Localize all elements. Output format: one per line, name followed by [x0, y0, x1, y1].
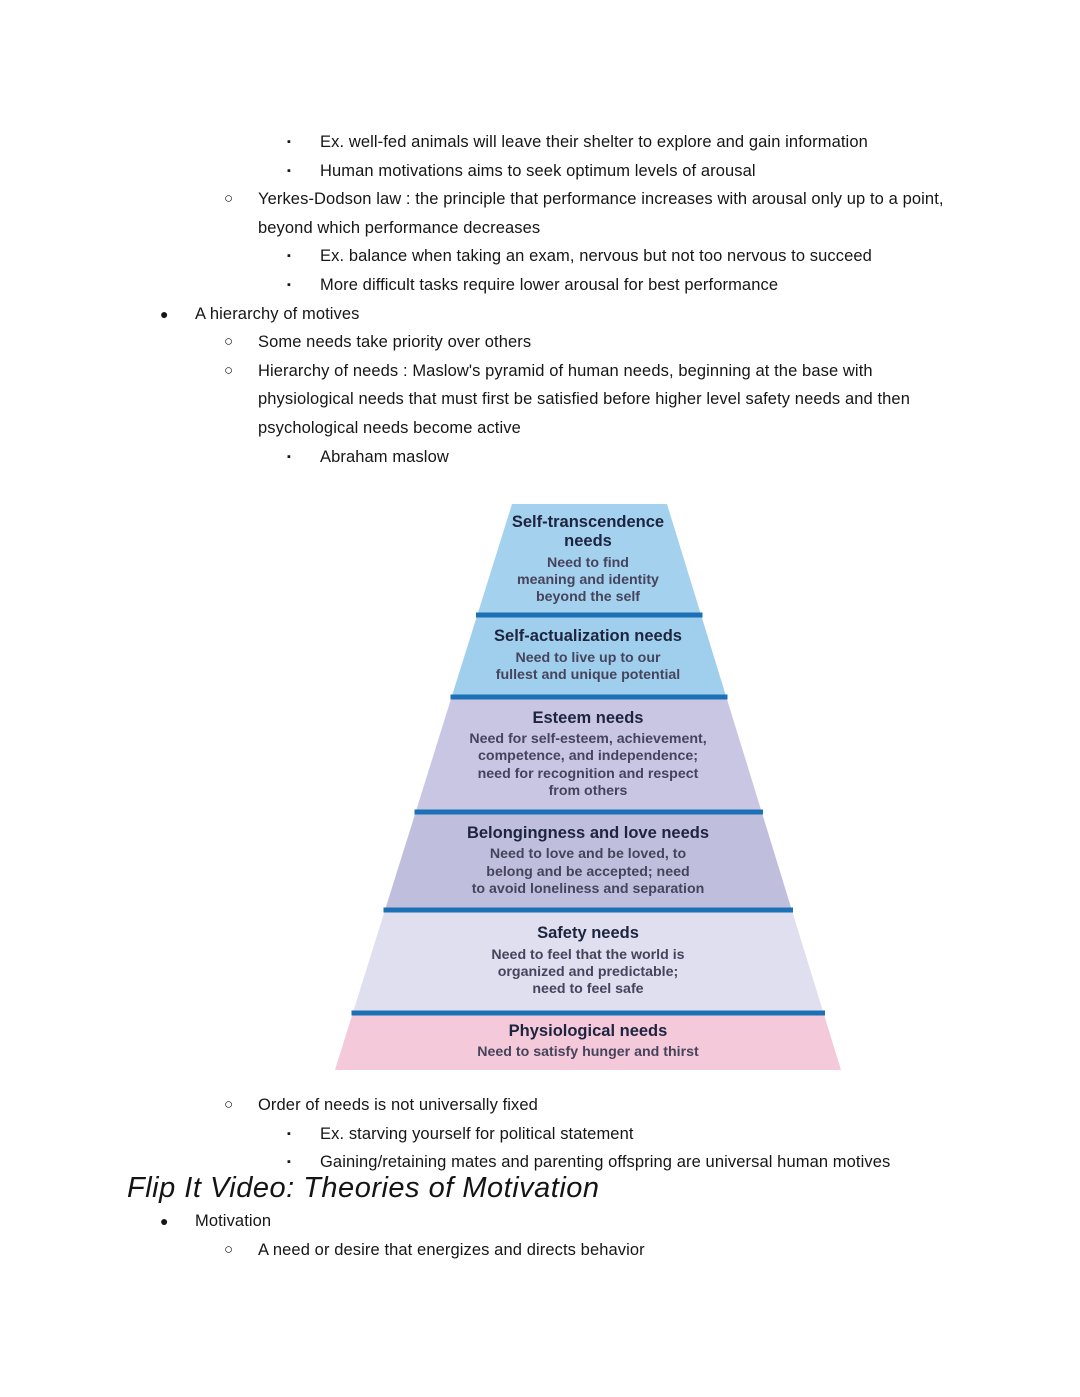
note-text: A need or desire that energizes and dire…: [258, 1240, 645, 1259]
notes-block-after-heading: ● Motivation ○ A need or desire that ene…: [140, 1207, 955, 1264]
note-text: Ex. starving yourself for political stat…: [320, 1124, 634, 1143]
note-text: Ex. balance when taking an exam, nervous…: [320, 247, 872, 266]
note-text: Yerkes-Dodson law : the principle that p…: [258, 190, 944, 237]
pyramid-level-self-actualization: [451, 615, 727, 697]
note-text: A hierarchy of motives: [195, 304, 360, 323]
disc-bullet-icon: ●: [160, 1213, 169, 1229]
pyramid-shape: [335, 504, 841, 1070]
note-text: Human motivations aims to seek optimum l…: [320, 161, 756, 180]
disc-bullet-icon: ●: [160, 305, 169, 322]
note-item: ▪ More difficult tasks require lower aro…: [140, 271, 955, 300]
note-item: ● Motivation: [140, 1207, 955, 1236]
circle-bullet-icon: ○: [224, 1240, 234, 1258]
note-item: ● A hierarchy of motives: [140, 300, 955, 329]
note-text: Ex. well-fed animals will leave their sh…: [320, 133, 868, 151]
pyramid-level-esteem: [415, 697, 762, 812]
square-bullet-icon: ▪: [287, 164, 291, 177]
note-item: ▪ Ex. balance when taking an exam, nervo…: [140, 242, 955, 271]
note-item: ▪ Ex. starving yourself for political st…: [140, 1120, 955, 1149]
square-bullet-icon: ▪: [287, 1156, 291, 1169]
pyramid-level-self-transcendence: [477, 504, 702, 615]
pyramid-level-belongingness: [385, 812, 792, 910]
square-bullet-icon: ▪: [287, 1127, 291, 1140]
note-item: ○ Hierarchy of needs : Maslow's pyramid …: [140, 357, 955, 443]
note-text: Order of needs is not universally fixed: [258, 1096, 538, 1114]
note-text: Gaining/retaining mates and parenting of…: [320, 1153, 891, 1172]
note-item: ○ Order of needs is not universally fixe…: [140, 1091, 955, 1120]
pyramid-level-physiological: [335, 1013, 841, 1070]
circle-bullet-icon: ○: [224, 361, 234, 379]
square-bullet-icon: ▪: [287, 250, 291, 263]
square-bullet-icon: ▪: [287, 136, 291, 148]
pyramid-level-safety: [352, 910, 824, 1013]
note-item: ○ Yerkes-Dodson law : the principle that…: [140, 185, 955, 242]
note-text: Abraham maslow: [320, 447, 449, 466]
square-bullet-icon: ▪: [287, 450, 291, 463]
circle-bullet-icon: ○: [224, 333, 234, 351]
square-bullet-icon: ▪: [287, 278, 291, 291]
notes-block-bottom: ○ Order of needs is not universally fixe…: [140, 1091, 955, 1177]
note-item: ○ Some needs take priority over others: [140, 328, 955, 357]
note-item: ▪ Ex. well-fed animals will leave their …: [140, 128, 955, 157]
maslow-pyramid-diagram: Self-transcendence needs Need to find me…: [335, 504, 841, 1070]
note-item: ▪ Gaining/retaining mates and parenting …: [140, 1148, 955, 1177]
circle-bullet-icon: ○: [224, 1096, 234, 1113]
note-text: Some needs take priority over others: [258, 333, 532, 352]
notes-block-top: ▪ Ex. well-fed animals will leave their …: [140, 128, 955, 471]
note-item: ▪ Abraham maslow: [140, 443, 955, 472]
circle-bullet-icon: ○: [224, 190, 234, 208]
note-text: Hierarchy of needs : Maslow's pyramid of…: [258, 361, 910, 437]
note-item: ○ A need or desire that energizes and di…: [140, 1236, 955, 1265]
section-heading: Flip It Video: Theories of Motivation: [127, 1172, 600, 1204]
note-item: ▪ Human motivations aims to seek optimum…: [140, 157, 955, 186]
note-text: Motivation: [195, 1212, 272, 1230]
note-text: More difficult tasks require lower arous…: [320, 275, 779, 294]
